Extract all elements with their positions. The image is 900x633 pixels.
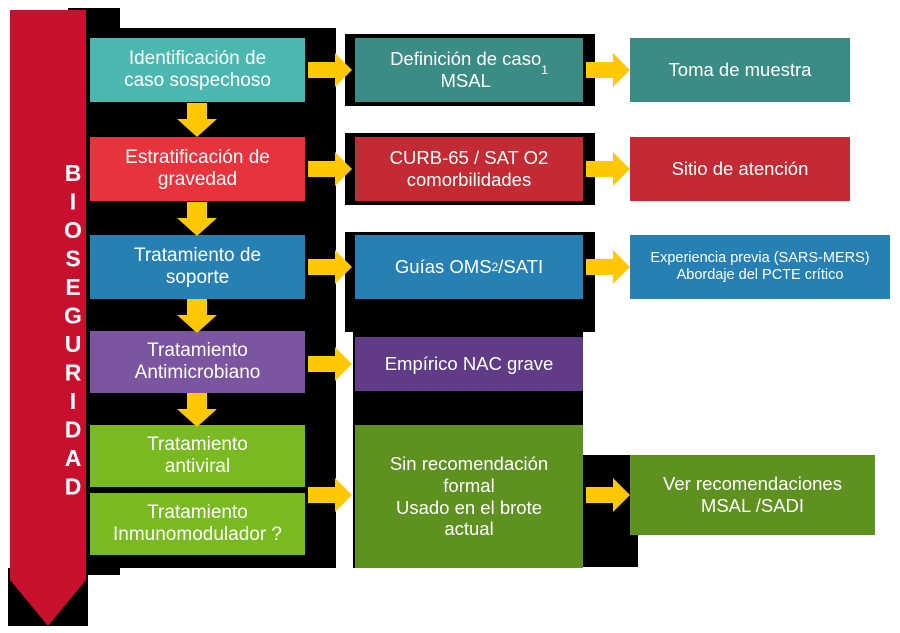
arrow-down-2-icon (177, 202, 217, 236)
bioseguridad-label: BIOSEGURIDAD (60, 160, 86, 502)
box-ver-recomendaciones-msal-sadi[interactable]: Ver recomendaciones MSAL /SADI (630, 455, 875, 535)
box-toma-de-muestra[interactable]: Toma de muestra (630, 38, 850, 102)
arrow-down-1-icon (177, 103, 217, 137)
arrow-down-4-icon (177, 393, 217, 427)
arrow-right-row5b-icon (586, 478, 630, 512)
arrow-right-row3b-icon (586, 250, 630, 284)
box-curb65-sat-comorbilidades[interactable]: CURB-65 / SAT O2 comorbilidades (355, 137, 583, 201)
box-tratamiento-antimicrobiano[interactable]: Tratamiento Antimicrobiano (90, 331, 305, 393)
definicion-caso-superscript: 1 (541, 62, 548, 77)
guias-sati-text: /SATI (498, 256, 544, 278)
arrow-down-3-icon (177, 299, 217, 333)
bioseguridad-arrowhead-icon (10, 580, 86, 626)
arrow-right-row3-icon (308, 250, 352, 284)
bioseguridad-shaft (10, 10, 86, 580)
box-tratamiento-inmunomodulador[interactable]: Tratamiento Inmunomodulador ? (90, 493, 305, 555)
arrow-right-row5-icon (308, 478, 352, 512)
arrow-right-row2b-icon (586, 152, 630, 186)
box-sin-recomendacion-formal[interactable]: Sin recomendación formal Usado en el bro… (355, 425, 583, 568)
box-experiencia-previa[interactable]: Experiencia previa (SARS-MERS) Abordaje … (630, 235, 890, 299)
arrow-right-row1-icon (308, 53, 352, 87)
box-sitio-de-atencion[interactable]: Sitio de atención (630, 137, 850, 201)
arrow-right-row4-icon (308, 347, 352, 381)
box-identificacion-caso-sospechoso[interactable]: Identificación de caso sospechoso (90, 38, 305, 102)
box-estratificacion-gravedad[interactable]: Estratificación de gravedad (90, 137, 305, 201)
guias-oms-text: Guías OMS (394, 256, 492, 278)
box-tratamiento-antiviral[interactable]: Tratamiento antiviral (90, 425, 305, 487)
arrow-right-row1b-icon (586, 53, 630, 87)
bioseguridad-arrow: BIOSEGURIDAD (10, 10, 86, 626)
guias-oms-superscript: 2 (491, 259, 499, 274)
box-tratamiento-soporte[interactable]: Tratamiento de soporte (90, 235, 305, 299)
definicion-caso-text: Definición de caso MSAL (390, 48, 542, 91)
arrow-right-row2-icon (308, 152, 352, 186)
box-empirico-nac-grave[interactable]: Empírico NAC grave (355, 337, 583, 391)
